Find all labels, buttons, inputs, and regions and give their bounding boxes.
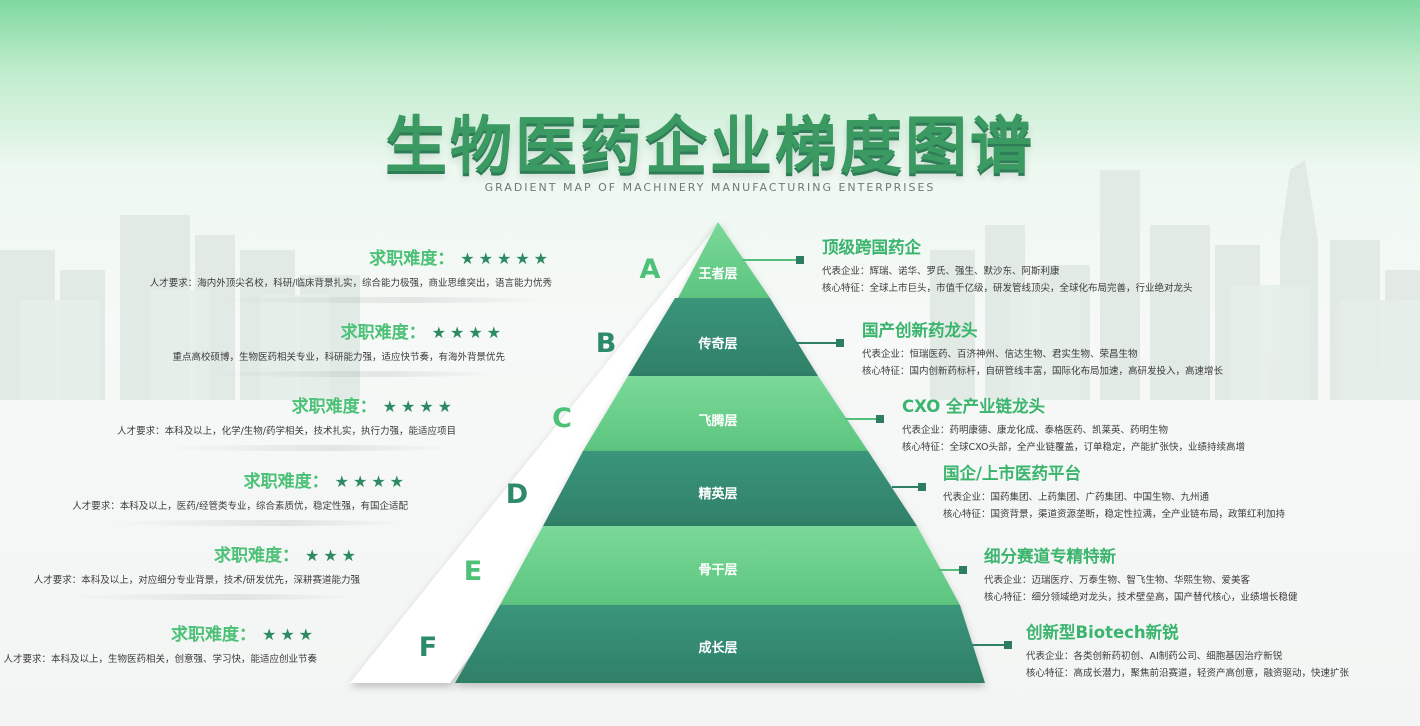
representative-companies: 代表企业：辉瑞、诺华、罗氏、强生、默沙东、阿斯利康 (822, 266, 1060, 277)
representative-companies: 代表企业：各类创新药初创、AI制药公司、细胞基因治疗新锐 (1026, 651, 1283, 662)
tier-letter-c: C (552, 403, 572, 434)
tier-name-e: 骨干层 (698, 563, 737, 578)
talent-requirement: 人才要求：本科及以上，对应细分专业背景，技术/研发优先，深耕赛道能力强 (33, 575, 360, 586)
talent-requirement: 人才要求：本科及以上，医药/经管类专业，综合素质优，稳定性强，有国企适配 (72, 501, 408, 512)
category-block-a: 顶级跨国药企 代表企业：辉瑞、诺华、罗氏、强生、默沙东、阿斯利康 核心特征：全球… (822, 234, 1193, 294)
core-features: 核心特征：国内创新药标杆，自研管线丰富，国际化布局加速，高研发投入，高速增长 (862, 366, 1224, 377)
category-block-c: CXO 全产业链龙头 代表企业：药明康德、康龙化成、泰格医药、凯莱英、药明生物 … (902, 393, 1245, 453)
category-title: 顶级跨国药企 (822, 238, 921, 257)
representative-companies: 代表企业：迈瑞医疗、万泰生物、智飞生物、华熙生物、爱美客 (984, 575, 1251, 586)
difficulty-block-b: 求职难度： ★★★★ 重点高校硕博，生物医药相关专业，科研能力强，适应快节奏，有海… (172, 318, 505, 377)
difficulty-label: 求职难度： (170, 625, 256, 645)
tier-name-a: 王者层 (698, 266, 737, 282)
tier-name-c: 飞腾层 (698, 413, 737, 429)
core-features: 核心特征：全球上市巨头，市值千亿级，研发管线顶尖，全球化布局完善，行业绝对龙头 (822, 283, 1193, 294)
talent-requirement: 人才要求：本科及以上，生物医药相关，创意强、学习快，能适应创业节奏 (3, 654, 317, 665)
connector-f (972, 641, 1012, 649)
talent-requirement: 人才要求：本科及以上，化学/生物/药学相关，技术扎实，执行力强，能适应项目 (117, 426, 456, 437)
category-title: 国产创新药龙头 (862, 321, 978, 340)
tier-band-e (500, 526, 960, 605)
core-features: 核心特征：高成长潜力，聚焦前沿赛道，轻资产高创意，融资驱动，快速扩张 (1026, 668, 1350, 679)
difficulty-block-f: 求职难度： ★★★ 人才要求：本科及以上，生物医药相关，创意强、学习快，能适应创业… (3, 620, 317, 665)
tier-letter-d: D (506, 479, 528, 510)
category-title: CXO 全产业链龙头 (902, 397, 1046, 416)
divider-shadow (60, 594, 360, 600)
difficulty-label: 求职难度： (369, 249, 455, 269)
tier-letter-a: A (640, 254, 661, 285)
difficulty-stars: ★★★★ (334, 472, 408, 491)
difficulty-label: 求职难度： (340, 323, 426, 343)
divider-shadow (108, 520, 408, 526)
difficulty-label: 求职难度： (213, 546, 299, 566)
letter-panel (350, 222, 735, 683)
divider-shadow (156, 445, 456, 451)
tier-name-d: 精英层 (698, 486, 737, 502)
category-block-b: 国产创新药龙头 代表企业：恒瑞医药、百济神州、信达生物、君实生物、荣昌生物 核心… (862, 317, 1223, 377)
talent-requirement: 人才要求：海内外顶尖名校，科研/临床背景扎实，综合能力极强，商业思维突出，语言能… (149, 278, 552, 289)
connector-c (845, 415, 884, 423)
tier-band-d (543, 451, 917, 526)
difficulty-block-a: 求职难度： ★★★★★ 人才要求：海内外顶尖名校，科研/临床背景扎实，综合能力极强… (150, 244, 552, 303)
difficulty-stars: ★★★★ (431, 323, 505, 342)
tier-name-f: 成长层 (698, 640, 737, 656)
category-title: 国企/上市医药平台 (943, 464, 1082, 483)
difficulty-block-c: 求职难度： ★★★★ 人才要求：本科及以上，化学/生物/药学相关，技术扎实，执行力… (117, 392, 456, 451)
page-title: 生物医药企业梯度图谱 (384, 109, 1035, 182)
tier-band-f (455, 605, 985, 683)
connector-e (938, 566, 967, 574)
core-features: 核心特征：细分领域绝对龙头，技术壁垒高，国产替代核心，业绩增长稳健 (984, 592, 1298, 603)
category-block-e: 细分赛道专精特新 代表企业：迈瑞医疗、万泰生物、智飞生物、华熙生物、爱美客 核心… (984, 543, 1298, 603)
connector-b (795, 339, 844, 347)
tier-band-b (628, 298, 818, 376)
category-block-f: 创新型Biotech新锐 代表企业：各类创新药初创、AI制药公司、细胞基因治疗新… (1026, 619, 1349, 679)
divider-shadow (212, 297, 552, 303)
difficulty-stars: ★★★★ (382, 397, 456, 416)
connector-d (892, 483, 926, 491)
connector-a (742, 256, 804, 264)
category-title: 细分赛道专精特新 (984, 547, 1116, 566)
difficulty-block-e: 求职难度： ★★★ 人才要求：本科及以上，对应细分专业背景，技术/研发优先，深耕赛… (34, 541, 360, 600)
talent-requirement: 重点高校硕博，生物医药相关专业，科研能力强，适应快节奏，有海外背景优先 (172, 352, 505, 363)
tier-band-c (583, 376, 868, 451)
category-block-d: 国企/上市医药平台 代表企业：国药集团、上药集团、广药集团、中国生物、九州通 核… (943, 460, 1285, 520)
tier-letter-b: B (596, 328, 617, 359)
page-subtitle: GRADIENT MAP OF MACHINERY MANUFACTURING … (484, 181, 936, 194)
tier-letter-f: F (419, 632, 437, 663)
representative-companies: 代表企业：恒瑞医药、百济神州、信达生物、君实生物、荣昌生物 (862, 349, 1138, 360)
difficulty-stars: ★★★★★ (460, 249, 552, 268)
difficulty-label: 求职难度： (291, 397, 377, 417)
category-title: 创新型Biotech新锐 (1026, 623, 1179, 642)
difficulty-stars: ★★★ (261, 625, 317, 644)
difficulty-block-d: 求职难度： ★★★★ 人才要求：本科及以上，医药/经管类专业，综合素质优，稳定性强… (72, 467, 408, 526)
tier-name-b: 传奇层 (697, 336, 737, 352)
difficulty-label: 求职难度： (243, 472, 329, 492)
tier-band-a (678, 222, 770, 298)
core-features: 核心特征：全球CXO头部，全产业链覆盖，订单稳定，产能扩张快，业绩持续高增 (902, 442, 1246, 453)
difficulty-stars: ★★★ (304, 546, 360, 565)
representative-companies: 代表企业：药明康德、康龙化成、泰格医药、凯莱英、药明生物 (902, 425, 1169, 436)
representative-companies: 代表企业：国药集团、上药集团、广药集团、中国生物、九州通 (943, 492, 1210, 503)
divider-shadow (205, 371, 505, 377)
tier-letter-e: E (464, 556, 482, 587)
core-features: 核心特征：国资背景，渠道资源垄断，稳定性拉满，全产业链布局，政策红利加持 (943, 509, 1286, 520)
